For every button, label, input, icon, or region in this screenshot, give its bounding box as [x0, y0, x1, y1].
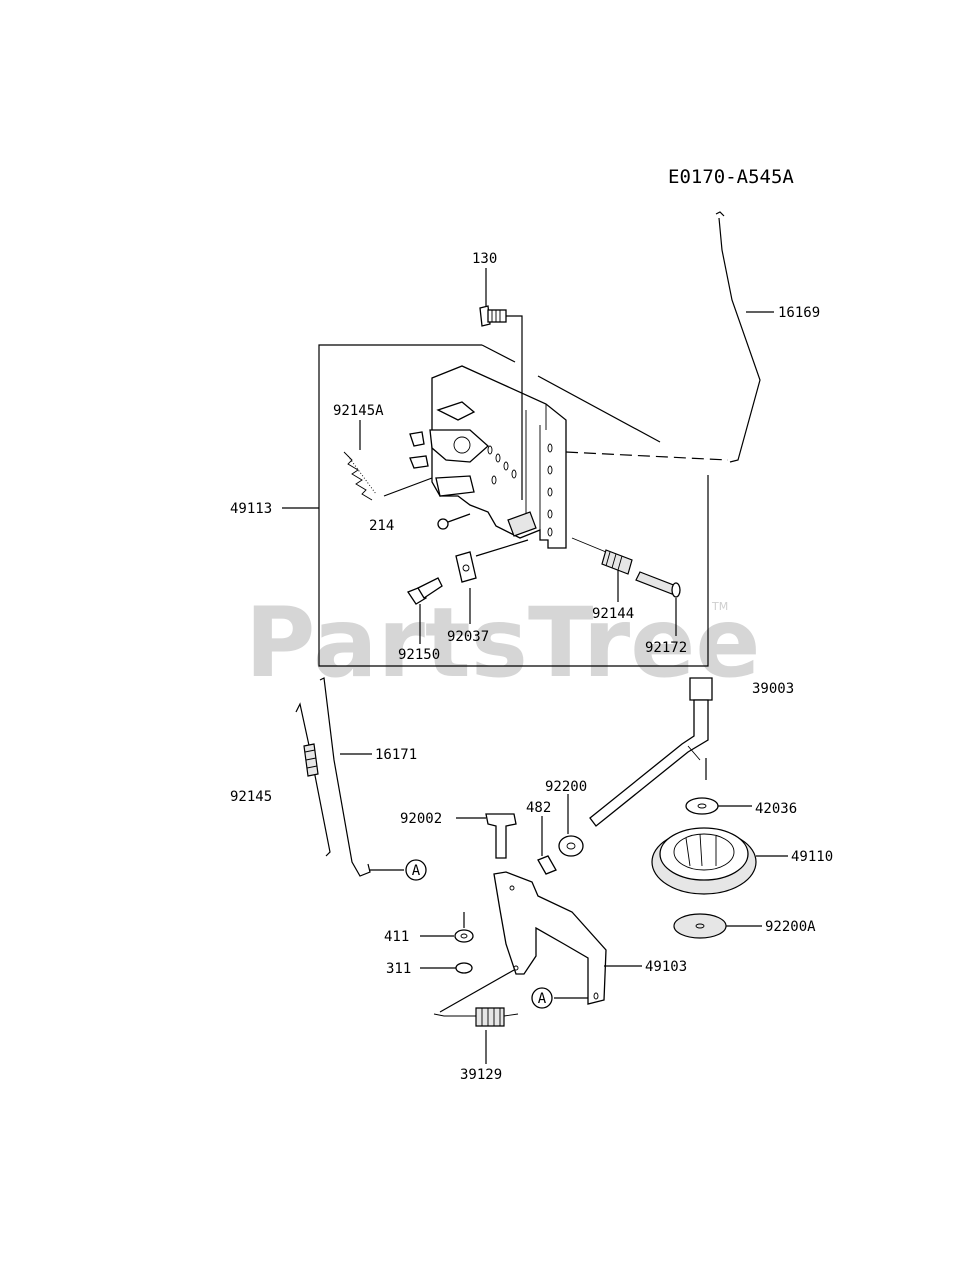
- part-label-49103: 49103: [645, 959, 687, 975]
- part-label-482: 482: [526, 800, 551, 816]
- control-plate: [409, 365, 567, 549]
- washer-92200A: [673, 913, 762, 939]
- part-label-130: 130: [472, 251, 497, 267]
- assembly-frame-49113: [282, 344, 709, 667]
- pin-92002: [456, 813, 517, 859]
- part-label-49113: 49113: [230, 501, 272, 517]
- screw-214: [437, 513, 471, 530]
- diagram-code: E0170-A545A: [668, 166, 794, 188]
- spring-92144: [571, 537, 633, 602]
- washer-42036: [685, 797, 752, 815]
- watermark: PartsTree: [245, 587, 760, 699]
- clip-92037: [455, 539, 529, 624]
- part-label-92144: 92144: [592, 606, 634, 622]
- spring-92145A: [343, 420, 433, 501]
- part-label-92172: 92172: [645, 640, 687, 656]
- spring-rod-92145: [295, 702, 331, 857]
- part-label-411: 411: [384, 929, 409, 945]
- spring-39129: [433, 969, 519, 1064]
- callout-a-lower: [531, 987, 553, 1009]
- screw-92172: [635, 571, 681, 636]
- bolt-92150: [407, 577, 443, 644]
- part-label-92002: 92002: [400, 811, 442, 827]
- shaft-39003: [589, 677, 713, 827]
- callout-a-lower-letter: A: [538, 991, 547, 1007]
- part-label-92145: 92145: [230, 789, 272, 805]
- rod-16169: [565, 211, 774, 463]
- part-label-311: 311: [386, 961, 411, 977]
- clip-482: [537, 816, 557, 875]
- part-label-92150: 92150: [398, 647, 440, 663]
- callout-a-upper-letter: A: [412, 863, 421, 879]
- part-label-92200A: 92200A: [765, 919, 816, 935]
- watermark-trademark: TM: [711, 600, 728, 613]
- rod-16171: [319, 677, 404, 877]
- part-label-42036: 42036: [755, 801, 797, 817]
- lever-arm-49103: [493, 871, 642, 1005]
- part-label-92200: 92200: [545, 779, 587, 795]
- part-label-16171: 16171: [375, 747, 417, 763]
- part-label-92145A: 92145A: [333, 403, 384, 419]
- part-label-49110: 49110: [791, 849, 833, 865]
- washer-411: [420, 912, 474, 943]
- gear-49110: [651, 827, 788, 895]
- callout-a-upper: [405, 859, 427, 881]
- part-label-16169: 16169: [778, 305, 820, 321]
- part-label-39003: 39003: [752, 681, 794, 697]
- part-label-92037: 92037: [447, 629, 489, 645]
- washer-92200: [558, 794, 584, 857]
- part-labels: 130 16169 92145A 49113 214 92144 92037 9…: [230, 251, 833, 1083]
- bolt-130: [479, 268, 523, 500]
- part-label-214: 214: [369, 518, 394, 534]
- nut-311: [420, 962, 473, 974]
- part-label-39129: 39129: [460, 1067, 502, 1083]
